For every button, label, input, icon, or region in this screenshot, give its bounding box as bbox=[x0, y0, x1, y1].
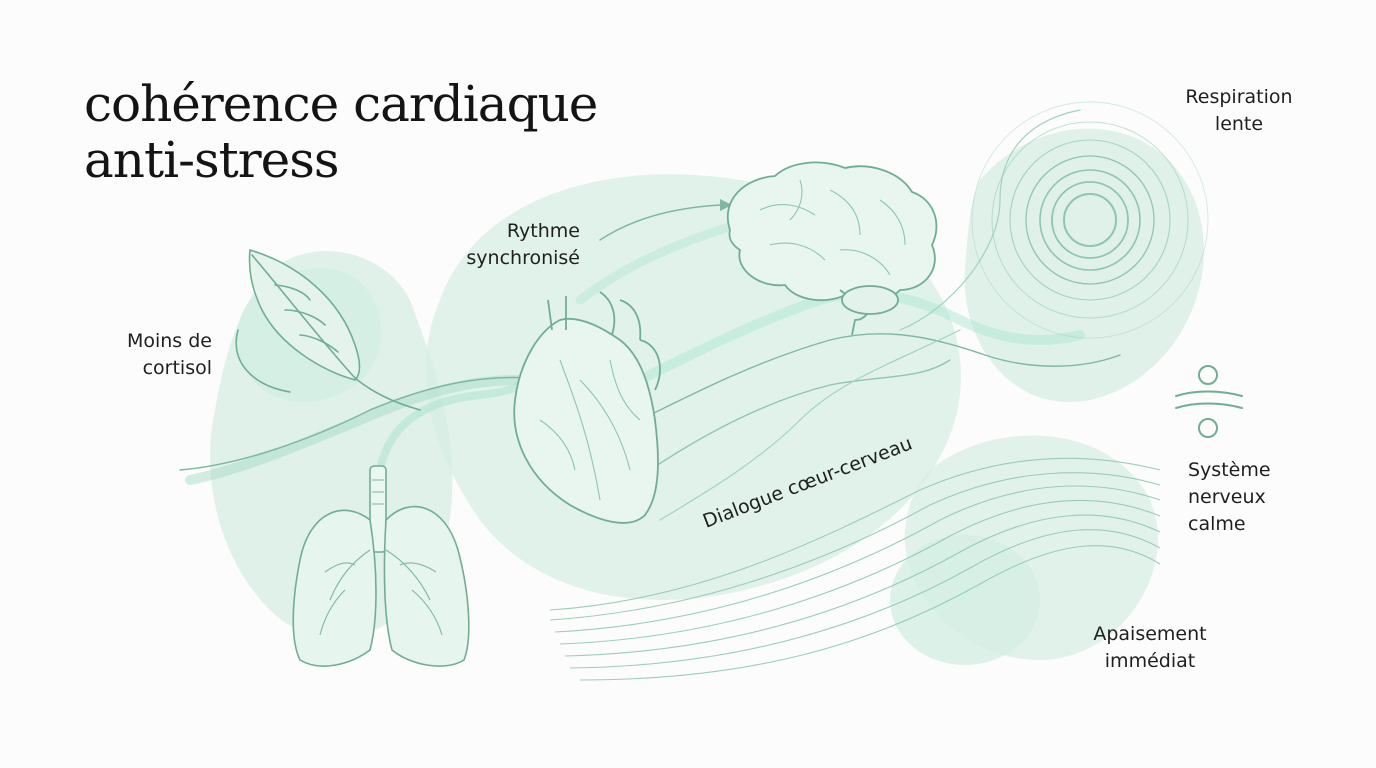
label-cortisol: Moins de cortisol bbox=[92, 328, 212, 382]
label-systeme: Système nerveux calme bbox=[1188, 457, 1308, 538]
page-title: cohérence cardiaque anti-stress bbox=[84, 76, 597, 188]
blob-right-soft bbox=[890, 535, 1040, 665]
title-line-1: cohérence cardiaque bbox=[84, 76, 597, 132]
label-respiration: Respiration lente bbox=[1166, 84, 1312, 138]
title-line-2: anti-stress bbox=[84, 132, 597, 188]
label-apaisement: Apaisement immédiat bbox=[1080, 621, 1220, 675]
balance-icon bbox=[1176, 366, 1242, 437]
label-rythme: Rythme synchronisé bbox=[420, 218, 580, 272]
